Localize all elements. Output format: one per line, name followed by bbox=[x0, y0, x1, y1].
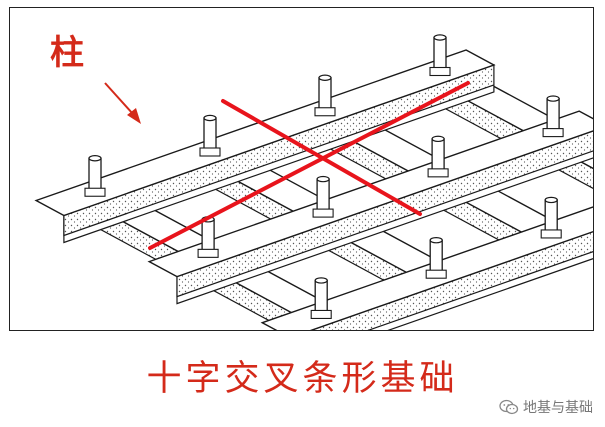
watermark: 地基与基础 bbox=[499, 397, 593, 417]
column-base bbox=[199, 147, 221, 157]
column-cap bbox=[546, 95, 560, 102]
column-cap bbox=[431, 135, 445, 143]
column-base bbox=[540, 229, 562, 239]
column-shaft bbox=[544, 199, 558, 235]
column-shaft bbox=[318, 77, 332, 113]
column-base bbox=[84, 187, 106, 197]
column-base bbox=[425, 269, 447, 279]
column-shaft bbox=[316, 178, 330, 214]
column-group bbox=[84, 34, 564, 320]
column-shaft bbox=[431, 138, 445, 174]
watermark-text: 地基与基础 bbox=[523, 400, 593, 416]
beam-grid bbox=[34, 49, 593, 330]
column-base bbox=[314, 107, 336, 117]
column bbox=[314, 74, 336, 117]
label-arrow bbox=[104, 82, 141, 124]
column-shaft bbox=[433, 36, 447, 73]
column-cap bbox=[314, 277, 328, 284]
column bbox=[425, 236, 447, 279]
arrow-shaft bbox=[104, 82, 134, 115]
column-base bbox=[427, 168, 449, 178]
column bbox=[84, 155, 106, 197]
column bbox=[312, 175, 334, 218]
column-shaft bbox=[429, 239, 443, 275]
column bbox=[310, 277, 332, 320]
column-base bbox=[312, 208, 334, 218]
column-label: 柱 bbox=[50, 33, 84, 73]
column-shaft bbox=[314, 279, 328, 316]
column-shaft bbox=[88, 157, 102, 193]
column-shaft bbox=[201, 218, 215, 255]
column bbox=[427, 135, 449, 178]
figure-caption: 十字交叉条形基础 bbox=[146, 359, 459, 399]
cross-line-a bbox=[148, 81, 470, 250]
column-shaft bbox=[546, 97, 560, 134]
column-shaft bbox=[203, 117, 217, 153]
column-cap bbox=[316, 175, 330, 183]
cross-lines bbox=[148, 81, 470, 250]
arrow-head bbox=[127, 108, 141, 124]
column-cap bbox=[544, 196, 558, 204]
wechat-icon bbox=[499, 399, 519, 415]
column-base bbox=[542, 128, 564, 138]
column-cap bbox=[203, 114, 217, 122]
foundation-figure bbox=[9, 7, 594, 331]
cross-line-b bbox=[221, 99, 422, 216]
beam-long bbox=[147, 110, 593, 305]
beam-long bbox=[34, 49, 496, 244]
column-base bbox=[310, 309, 332, 320]
column-base bbox=[197, 248, 219, 258]
column bbox=[540, 196, 562, 239]
column-cap bbox=[429, 236, 443, 244]
column-cap bbox=[433, 34, 447, 41]
column-base bbox=[429, 66, 451, 77]
column bbox=[429, 34, 451, 77]
column-cap bbox=[88, 155, 102, 162]
column bbox=[542, 95, 564, 138]
foundation-drawing bbox=[34, 34, 593, 330]
column bbox=[197, 216, 219, 258]
column-cap bbox=[318, 74, 332, 81]
column bbox=[199, 114, 221, 157]
